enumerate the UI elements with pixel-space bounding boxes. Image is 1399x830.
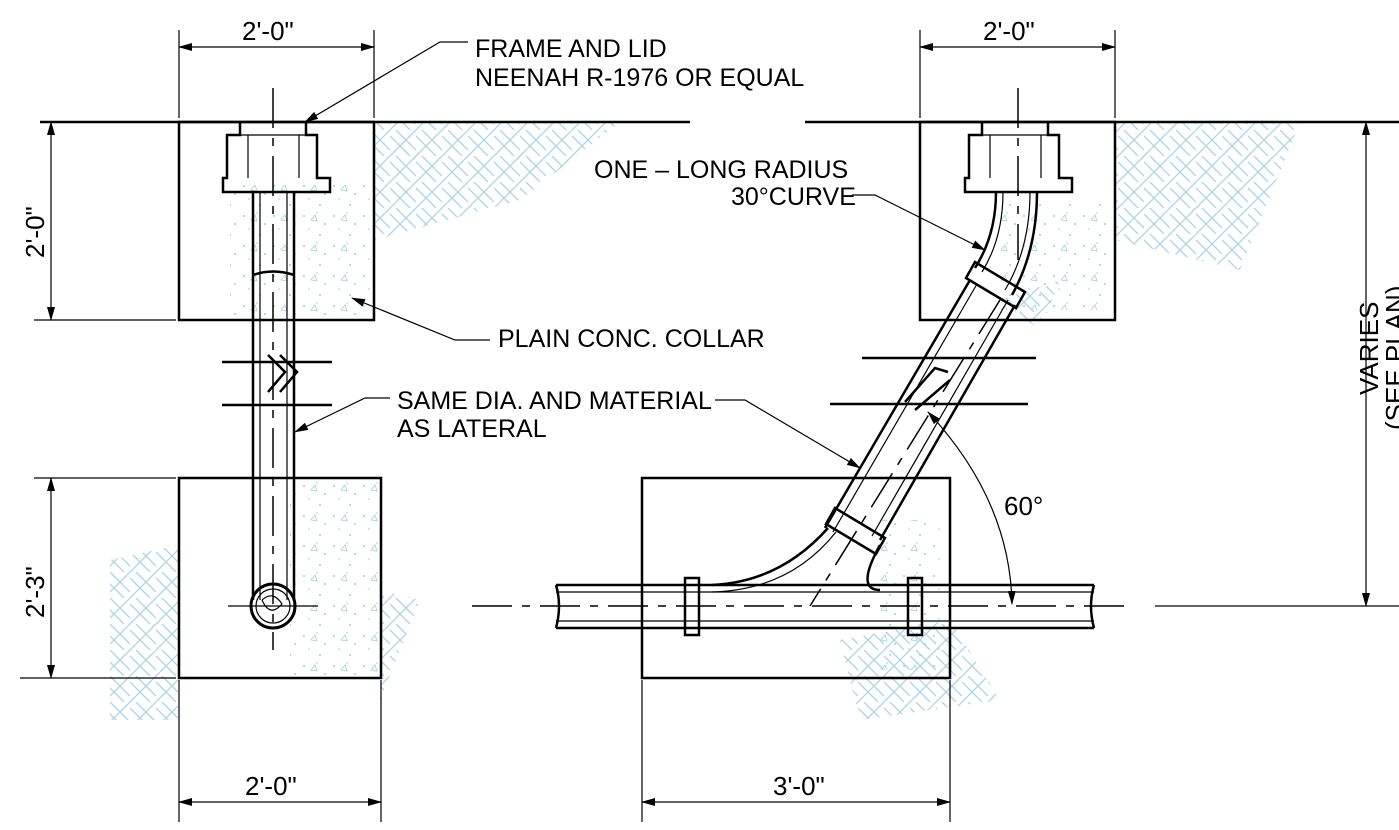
note-frame-line2: NEENAH R-1976 OR EQUAL: [475, 64, 804, 92]
right-dimensions: 2'-0" 3'-0" VARIES (SEE PLAN): [641, 16, 1399, 822]
top-left-width-label: 2'-0": [242, 16, 294, 46]
collar-height-label: 2'-0": [20, 206, 50, 258]
top-right-width-label: 2'-0": [983, 16, 1035, 46]
note-collar: PLAIN CONC. COLLAR: [498, 325, 765, 353]
base-height-label: 2'-3": [20, 566, 50, 618]
varies-label: VARIES: [1354, 302, 1384, 395]
angle-indicator: 60°: [927, 411, 1043, 605]
note-material-line2: AS LATERAL: [397, 415, 547, 443]
leader-notes: FRAME AND LID NEENAH R-1976 OR EQUAL ONE…: [294, 35, 986, 469]
left-dimensions: 2'-0" 2'-0" 2'-3" 2'-0": [20, 16, 382, 822]
varies-sub-label: (SEE PLAN): [1380, 286, 1399, 431]
left-section-view: [40, 88, 690, 680]
note-frame-line1: FRAME AND LID: [475, 35, 667, 63]
note-curve-line2: 30°CURVE: [731, 183, 856, 211]
note-material-line1: SAME DIA. AND MATERIAL: [397, 387, 712, 415]
note-curve-line1: ONE – LONG RADIUS: [594, 156, 848, 184]
concrete-stipple: [230, 185, 1110, 675]
frame-and-lid-left: [221, 122, 332, 194]
concrete-base-left: [177, 476, 383, 680]
bottom-right-width-label: 3'-0": [773, 771, 825, 801]
concrete-collar-left: [177, 120, 376, 322]
angle-label: 60°: [1004, 491, 1043, 521]
bottom-left-width-label: 2'-0": [245, 771, 297, 801]
